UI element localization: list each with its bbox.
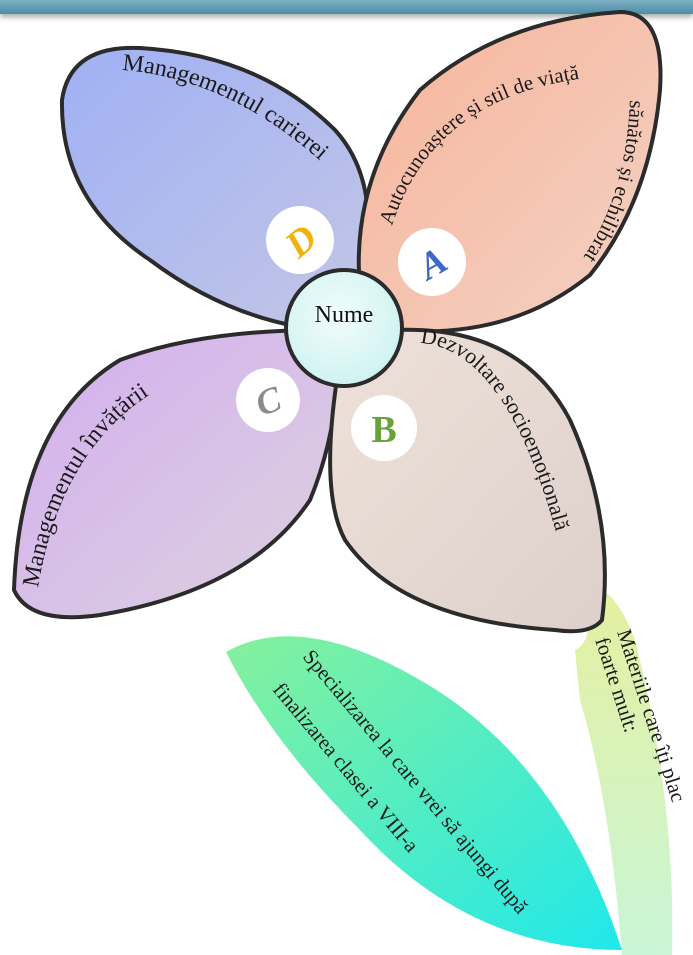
center-name: Nume <box>315 302 374 328</box>
leaf <box>226 636 622 950</box>
badge-a: A <box>398 228 466 296</box>
badge-d: D <box>266 206 334 274</box>
badge-b-letter: B <box>371 409 396 451</box>
badge-b: B <box>351 395 417 461</box>
stem <box>575 590 673 955</box>
badge-c: C <box>236 368 300 432</box>
header-bar <box>0 0 693 14</box>
center-circle: Nume <box>284 268 404 388</box>
